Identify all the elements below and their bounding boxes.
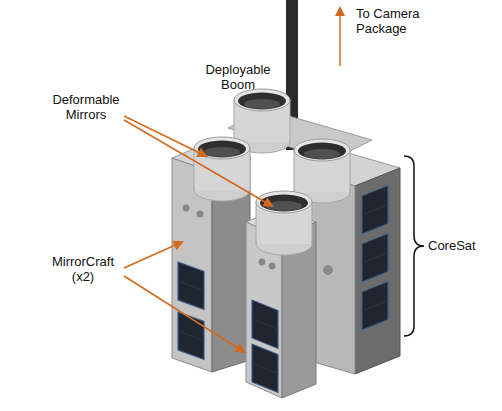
part-label: MirrorCraft (x2) [40,254,126,284]
part-label: CoreSat [428,238,498,253]
leader-arrow [124,242,182,268]
leader-arrow [124,120,272,206]
bracket [404,156,424,336]
part-label: Deformable Mirrors [44,92,128,122]
part-label: To Camera Package [356,6,436,36]
leader-arrow [339,8,341,66]
leader-arrow [124,276,244,352]
leader-arrow [124,116,206,156]
part-label: Deployable Boom [203,62,273,92]
